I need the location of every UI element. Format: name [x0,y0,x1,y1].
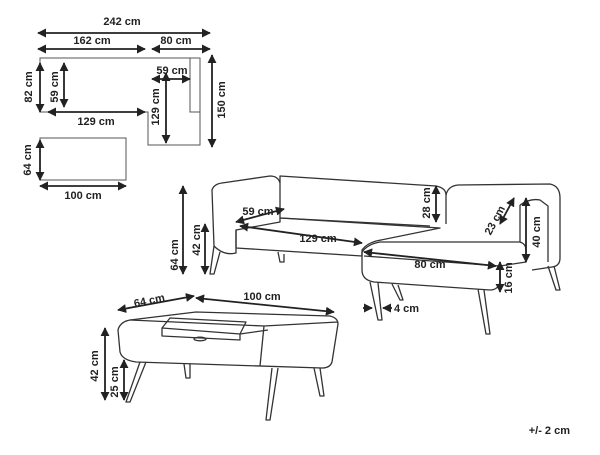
sofa-backrest-height-label: 28 cm [421,187,433,218]
sofa-seat-depth-label: 59 cm [242,206,273,218]
table-width-label: 100 cm [243,291,281,303]
plan-chaise-seat-width-label: 59 cm [156,65,187,77]
table-plan-outline [39,137,127,181]
plan-chaise-width-label: 80 cm [160,35,191,47]
plan-total-depth-label: 150 cm [216,81,228,119]
sofa-seat-length-label: 129 cm [299,233,337,245]
plan-seat-length-label: 129 cm [77,116,115,128]
sofa-arm-height-label: 23 cm [483,204,508,237]
sofa-chaise-height-label: 40 cm [531,216,543,247]
table-height-label: 42 cm [89,350,101,381]
sofa-leg-height-label: 16 cm [503,262,515,293]
plan-main-depth-label: 82 cm [23,71,35,102]
table-plan-depth-label: 64 cm [22,144,34,175]
table-depth-label: 64 cm [133,292,166,310]
plan-dimension-lines [35,28,217,148]
plan-chaise-seat-length-label: 129 cm [150,88,162,126]
table-leg-height-label: 25 cm [109,366,121,397]
table-plan-dimension-lines [35,139,127,191]
tolerance-note: +/- 2 cm [528,425,570,437]
sofa-seat-height-label: 42 cm [191,224,203,255]
sofa-height-label: 64 cm [169,239,181,270]
sofa-dimension-lines [178,185,531,313]
sofa-chaise-width-label: 80 cm [414,259,445,271]
plan-main-width-label: 162 cm [73,35,111,47]
table-plan-width-label: 100 cm [64,190,102,202]
table-drawing [117,311,339,421]
plan-total-width-label: 242 cm [103,16,141,28]
table-dimension-lines [100,293,335,401]
sofa-leg-width-label: 4 cm [394,303,419,315]
plan-seat-depth-label: 59 cm [49,71,61,102]
